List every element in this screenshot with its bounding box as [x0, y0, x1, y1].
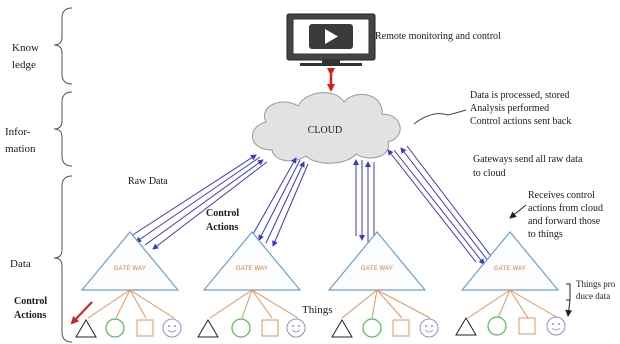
cloud-note-pointer [413, 109, 467, 125]
cloud-note-line-3: Control actions sent back [470, 116, 571, 127]
control-actions-label-mid-2: Actions [206, 222, 238, 233]
raw-data-label: Raw Data [128, 176, 168, 187]
thing-triangle [455, 317, 477, 336]
thing-circle [487, 316, 507, 336]
arrow-gw4-b [393, 149, 485, 265]
thing-square [261, 319, 279, 337]
receive-note-line-2: actions from cloud [528, 203, 603, 214]
cloud-note-line-2: Analysis performed [470, 103, 549, 114]
arrow-gw2-d [272, 163, 309, 247]
cloud-note-line-1: Data is processed, stored [470, 90, 569, 101]
layer-information-label-2: mation [5, 143, 36, 155]
smiley-icon [286, 318, 306, 338]
thing-square [136, 319, 154, 337]
arrow-gw4-a [387, 149, 477, 263]
receive-note-arrow [509, 204, 527, 219]
thing-square [518, 317, 536, 335]
arrow-gw2-b [258, 159, 301, 241]
knowledge-brace [53, 7, 73, 85]
things-produce-bracket [566, 283, 571, 301]
data-brace [53, 175, 73, 343]
receive-note-line-3: and forward those [528, 216, 601, 227]
thing-triangle [197, 319, 219, 338]
arrow-gw2-c [265, 161, 305, 244]
thing-circle [231, 318, 251, 338]
smiley-icon [162, 318, 182, 338]
things-group-4 [455, 316, 566, 336]
thing-triangle [75, 319, 97, 338]
gateway-1-label: GATE WAY [114, 266, 146, 272]
things-group-2 [197, 318, 306, 338]
things-group-1 [75, 318, 182, 338]
layer-information-label-1: Infor- [5, 126, 31, 138]
thing-links [87, 289, 559, 319]
thing-circle [105, 318, 125, 338]
gateway-4-label: GATE WAY [494, 266, 526, 272]
layer-knowledge-label-2: ledge [12, 59, 36, 71]
arrow-gw1-d [152, 161, 268, 250]
gateway-2-label: GATE WAY [236, 266, 268, 272]
smiley-icon [546, 316, 566, 336]
thing-triangle [331, 319, 353, 338]
control-actions-red-arrow [70, 301, 93, 325]
control-actions-label-left-2: Actions [14, 310, 46, 321]
gateway-cloud-arrows [127, 145, 501, 269]
gateway-note-line-2: to cloud [473, 168, 506, 179]
gateway-2: GATE WAY [202, 231, 302, 291]
gateway-note-line-1: Gateways send all raw data [473, 154, 583, 165]
arrow-gw2-a [251, 157, 297, 237]
gateway-3: GATE WAY [327, 231, 427, 291]
things-produce-line-1: Things pro [576, 279, 616, 289]
control-actions-label-left-1: Control [14, 296, 47, 307]
layer-knowledge-label-1: Know [12, 42, 39, 54]
thing-circle [362, 318, 382, 338]
monitor-label: Remote monitoring and control [375, 31, 501, 42]
layer-data-label: Data [10, 258, 31, 270]
layer-braces [53, 7, 73, 343]
receive-note-line-1: Receives control [528, 190, 595, 201]
arrow-gw1-c [144, 159, 264, 246]
things-label: Things [302, 304, 333, 316]
gateway-3-label: GATE WAY [361, 266, 393, 272]
monitor-icon [286, 13, 376, 66]
gateway-4: GATE WAY [460, 231, 560, 291]
things-produce-line-2: duce data [576, 291, 610, 301]
smiley-icon [419, 318, 439, 338]
thing-square [392, 319, 410, 337]
things-produce-arrow [565, 299, 573, 317]
arrow-gw1-a [127, 154, 257, 239]
arrow-gw4-d [406, 145, 501, 269]
control-actions-label-mid-1: Control [206, 208, 239, 219]
cloud-label: CLOUD [308, 125, 342, 136]
receive-note-line-4: to things [528, 229, 563, 240]
things-group-3 [331, 318, 439, 338]
arrow-gw1-b [135, 156, 261, 243]
arrow-gw4-c [400, 147, 493, 267]
information-brace [53, 91, 73, 167]
cloud-shape [251, 92, 401, 164]
